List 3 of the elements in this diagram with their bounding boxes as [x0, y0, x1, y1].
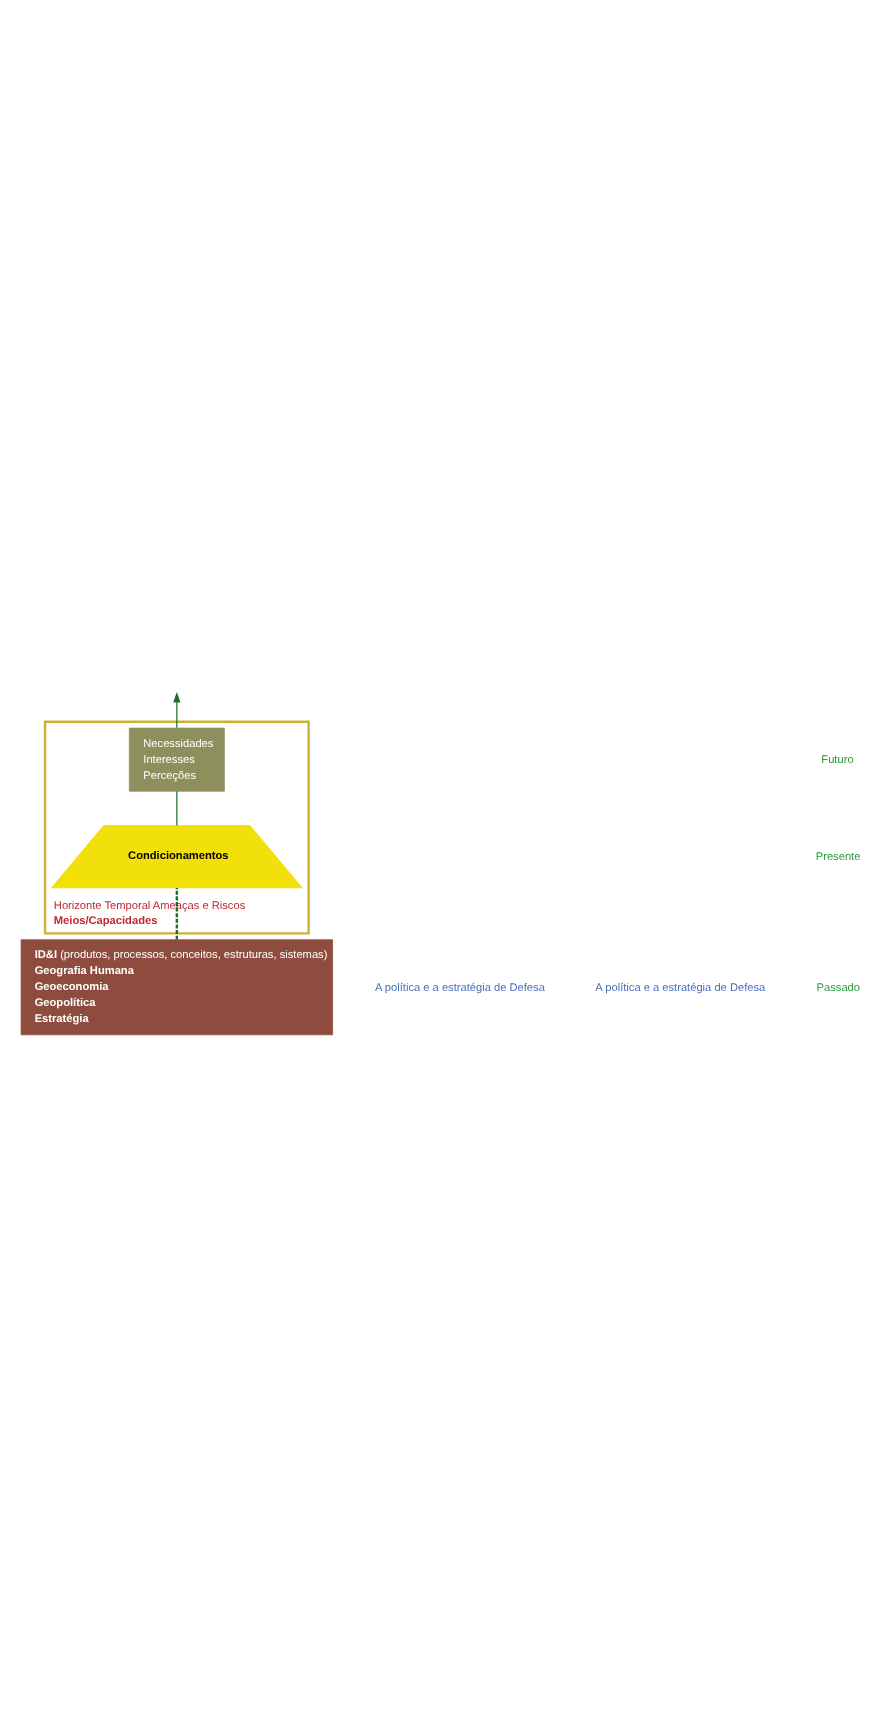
connector [176, 790, 178, 827]
arrow [173, 692, 181, 729]
connector [175, 888, 179, 940]
